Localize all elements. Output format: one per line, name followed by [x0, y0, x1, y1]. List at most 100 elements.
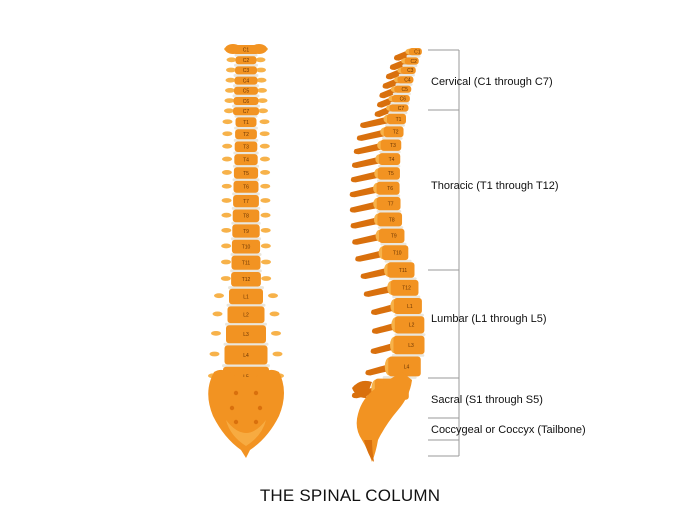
vertebra-label: T10	[242, 244, 251, 250]
transverse-process	[271, 330, 281, 336]
transverse-process	[220, 276, 231, 281]
spinous-process	[349, 200, 380, 213]
disc	[398, 73, 415, 77]
disc	[232, 178, 260, 182]
side-vertebra-t5	[377, 167, 400, 180]
transverse-process	[214, 293, 224, 299]
side-vertebra-label: T8	[389, 217, 395, 223]
atlas-wing	[251, 44, 267, 54]
atlas-wing	[225, 44, 241, 54]
side-vertebra-label: T4	[389, 157, 395, 163]
side-vertebra-label: C2	[411, 59, 418, 65]
spinous-process	[363, 284, 394, 297]
side-vertebra-label: T6	[387, 186, 393, 192]
vertebra-t11	[231, 255, 261, 270]
vertebra-t9	[232, 224, 260, 238]
transverse-process	[222, 119, 233, 125]
disc	[230, 269, 262, 273]
disc	[378, 164, 401, 168]
transverse-process	[272, 351, 283, 357]
vertebra-c5	[234, 86, 258, 95]
spinous-process	[353, 142, 384, 155]
transverse-process	[257, 98, 268, 103]
side-vertebra-label: L3	[408, 343, 414, 349]
disc	[395, 83, 413, 86]
transverse-process	[257, 88, 267, 93]
spine-front-view: C1C2C3C4C5C6C7T1T2T3T4T5T6T7T8T9T10T11T1…	[208, 44, 284, 458]
side-vertebra-c6	[391, 95, 410, 103]
spinous-process	[351, 156, 382, 169]
vertebra-t5	[233, 167, 259, 179]
disc	[376, 179, 400, 183]
disc	[380, 242, 407, 246]
spinous-process	[360, 116, 390, 128]
vertebra-label: T3	[243, 145, 249, 151]
side-vertebra-label: T2	[393, 130, 399, 136]
transverse-process	[260, 170, 271, 175]
vertebra-label: L1	[243, 294, 249, 300]
side-vertebra-t8	[377, 212, 403, 227]
disc	[394, 313, 424, 317]
side-vertebra-l4	[388, 356, 421, 377]
transverse-process	[255, 57, 266, 63]
vertebra-label: T1	[243, 120, 249, 126]
side-vertebra-l1	[393, 298, 422, 314]
vertebra-label: L3	[243, 332, 249, 338]
disc	[230, 237, 262, 241]
side-vertebra-c1	[408, 48, 422, 56]
disc	[406, 54, 421, 58]
side-vertebra-c3	[400, 66, 416, 74]
side-vertebra-label: T5	[388, 171, 394, 177]
disc	[232, 192, 260, 196]
sacrum-highlight	[226, 420, 266, 446]
transverse-process	[221, 227, 232, 233]
transverse-process	[225, 77, 236, 83]
transverse-process	[261, 276, 272, 281]
vertebra-c3	[235, 66, 257, 75]
sacral-foramen	[257, 405, 263, 411]
sacral-foramen	[233, 390, 239, 396]
side-vertebra-c2	[404, 57, 419, 65]
side-vertebra-t9	[379, 228, 405, 243]
transverse-process	[221, 183, 232, 189]
disc	[392, 295, 421, 299]
vertebra-label: C4	[243, 78, 250, 84]
sacral-crest	[352, 380, 372, 398]
disc	[384, 259, 412, 263]
label-coccygeal: Coccygeal or Coccyx (Tailbone)	[431, 424, 586, 436]
transverse-process	[222, 156, 233, 162]
spinous-process	[352, 232, 383, 245]
side-vertebra-c7	[389, 104, 409, 112]
disc	[377, 226, 404, 229]
transverse-process	[259, 156, 270, 162]
label-thoracic: Thoracic (T1 through T12)	[431, 180, 559, 192]
side-vertebra-l2	[394, 316, 425, 334]
side-vertebra-label: L1	[407, 304, 413, 310]
vertebra-c2	[235, 56, 257, 65]
vertebra-t8	[232, 209, 260, 223]
vertebra-l2	[227, 306, 265, 324]
vertebra-label: C5	[243, 89, 250, 95]
disc	[233, 138, 259, 142]
disc	[388, 111, 408, 115]
side-vertebra-label: C4	[404, 78, 411, 84]
side-vertebra-c4	[397, 76, 414, 84]
transverse-process	[221, 212, 232, 218]
disc	[379, 150, 401, 154]
vertebra-label: C1	[243, 47, 250, 53]
side-vertebra-label: T1	[396, 117, 402, 123]
disc	[376, 194, 401, 198]
side-vertebra-t1	[387, 113, 406, 125]
disc	[233, 151, 259, 155]
disc	[390, 101, 410, 105]
coccyx	[364, 440, 374, 462]
side-vertebra-label: T9	[391, 234, 397, 240]
disc	[385, 123, 405, 127]
disc	[382, 137, 403, 140]
disc	[391, 354, 425, 357]
disc	[231, 206, 261, 210]
sacral-foramen	[253, 419, 259, 425]
vertebra-t6	[233, 180, 259, 193]
transverse-process	[221, 198, 232, 203]
vertebra-t4	[234, 154, 258, 166]
